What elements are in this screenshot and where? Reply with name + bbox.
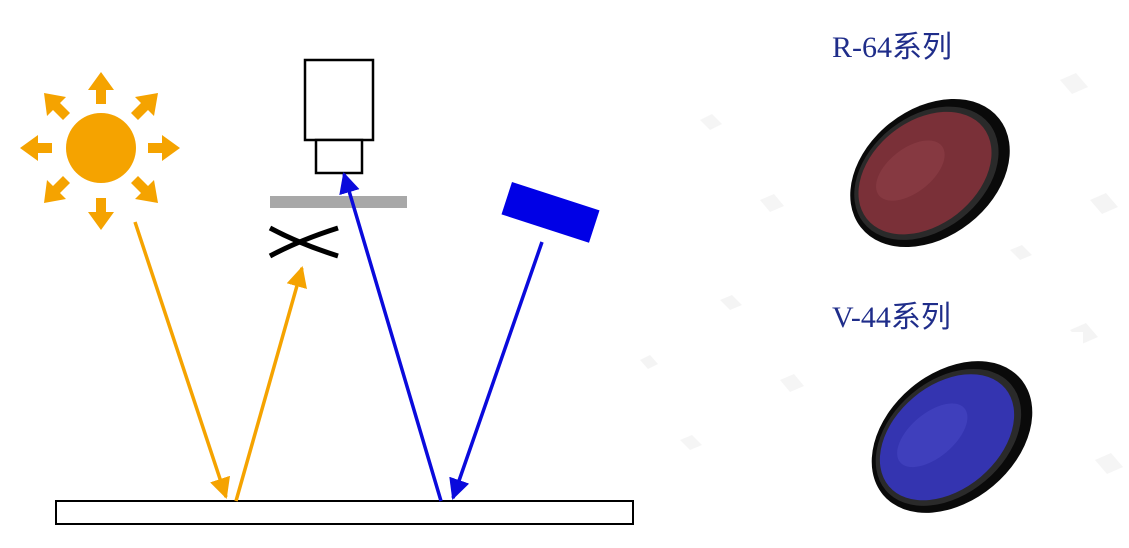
filter-label-v44: V-44系列 [832,301,951,334]
lens-v-panel [815,332,1083,542]
camera-icon [303,58,375,175]
red-filter-lens-icon [850,98,1010,248]
filter-label-r64: R-64系列 [832,31,952,64]
blocked-x-icon [268,225,339,259]
filter-bar [270,196,407,208]
ambient-reflected-ray [234,265,307,502]
blue-incident-ray [449,241,544,500]
blue-reflected-ray [339,171,443,502]
sun-icon [20,72,180,230]
blue-light-source [501,182,600,243]
sample-plate [55,500,634,525]
violet-filter-lens-icon [871,361,1033,513]
ambient-incident-ray [133,221,231,499]
